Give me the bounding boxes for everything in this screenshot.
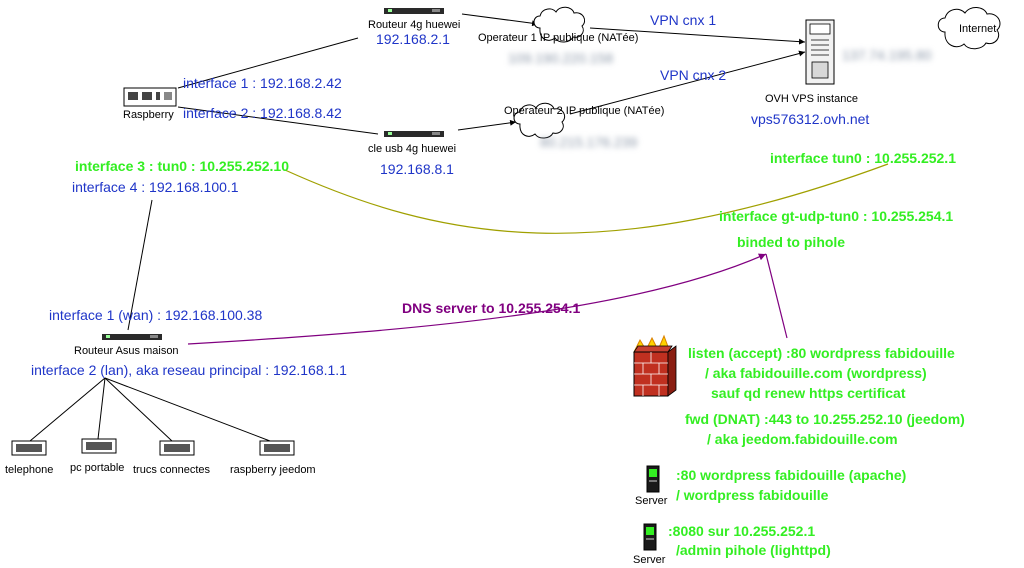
rule-listen: listen (accept) :80 wordpress fabidouill… <box>688 345 955 361</box>
firewall-icon <box>633 334 677 397</box>
server2-rule-b: /admin pihole (lighttpd) <box>676 542 831 558</box>
rule-fwd: fwd (DNAT) :443 to 10.255.252.10 (jeedom… <box>685 411 965 427</box>
telephone-label: telephone <box>5 464 54 476</box>
server1-icon <box>646 465 660 493</box>
trucs-device-icon <box>159 440 195 456</box>
vpn-link-1 <box>589 27 806 45</box>
link-asus-telephone <box>29 377 106 442</box>
jeedom-device-icon <box>259 440 295 456</box>
operator2-ip: 80.215.176.239 <box>540 134 638 150</box>
jeedom-label: raspberry jeedom <box>230 464 316 476</box>
link-asus-trucs <box>104 377 173 442</box>
pc-label: pc portable <box>70 462 125 474</box>
asus-label: Routeur Asus maison <box>74 345 179 357</box>
binded-label: binded to pihole <box>737 234 846 250</box>
operator1-label: Operateur 1 IP publique (NATée) <box>478 32 639 44</box>
server1-rule-a: :80 wordpress fabidouille (apache) <box>676 467 907 483</box>
router4g-label: Routeur 4g huewei <box>368 19 461 31</box>
link-rpi-router4g <box>177 37 359 89</box>
tunnel-tun0-curve <box>284 163 889 234</box>
server1-rule-b: / wordpress fabidouille <box>676 487 829 503</box>
asus-lan-interface: interface 2 (lan), aka reseau principal … <box>31 362 347 378</box>
vps-label: OVH VPS instance <box>765 93 858 105</box>
link-rpi-asus <box>127 199 153 331</box>
dns-label: DNS server to 10.255.254.1 <box>402 300 581 316</box>
telephone-device-icon <box>11 440 47 456</box>
server2-rule-a: :8080 sur 10.255.252.1 <box>668 523 816 539</box>
internet-label: Internet <box>959 23 997 35</box>
asus-wan-interface: interface 1 (wan) : 192.168.100.38 <box>49 307 263 323</box>
operator2-cloud-icon <box>513 102 566 139</box>
router4g-ip: 192.168.2.1 <box>376 31 450 47</box>
usb4g-device-icon <box>384 131 444 137</box>
rule-fwd-aka: / aka jeedom.fabidouille.com <box>707 431 898 447</box>
pc-device-icon <box>81 438 117 454</box>
server1-label: Server <box>635 495 668 507</box>
server2-label: Server <box>633 554 666 566</box>
operator1-cloud-icon <box>533 6 586 43</box>
router4g-device-icon <box>384 8 444 14</box>
vps-host: vps576312.ovh.net <box>751 111 870 127</box>
usb4g-ip: 192.168.8.1 <box>380 161 454 177</box>
rpi-interface-4: interface 4 : 192.168.100.1 <box>72 179 239 195</box>
raspberry-label: Raspberry <box>123 109 174 121</box>
rule-listen-sauf: sauf qd renew https certificat <box>711 385 906 401</box>
trucs-label: trucs connectes <box>133 464 211 476</box>
vpn-link-2 <box>569 50 806 115</box>
asus-router-icon <box>102 334 162 340</box>
rpi-interface-2: interface 2 : 192.168.8.42 <box>183 105 342 121</box>
rpi-interface-1: interface 1 : 192.168.2.42 <box>183 75 342 91</box>
link-router4g-operator1 <box>461 13 539 27</box>
vpn-cnx2-label: VPN cnx 2 <box>660 67 727 83</box>
vps-ip: 137.74.195.80 <box>842 47 932 63</box>
raspberry-device-icon <box>123 87 177 107</box>
dns-curve <box>187 253 767 345</box>
vps-interface-gt: interface gt-udp-tun0 : 10.255.254.1 <box>719 208 954 224</box>
operator2-label: Operateur 2 IP publique (NATée) <box>504 105 665 117</box>
server2-icon <box>643 523 657 551</box>
rule-listen-aka: / aka fabidouille.com (wordpress) <box>705 365 927 381</box>
internet-cloud-icon <box>937 7 1001 50</box>
vps-interface-tun0: interface tun0 : 10.255.252.1 <box>770 150 956 166</box>
link-rpi-usb4g <box>177 106 379 135</box>
vpn-cnx1-label: VPN cnx 1 <box>650 12 717 28</box>
usb4g-label: cle usb 4g huewei <box>368 143 457 155</box>
operator1-ip: 109.190.220.158 <box>508 50 614 66</box>
link-usb4g-operator2 <box>457 119 517 131</box>
link-asus-pc <box>97 377 106 440</box>
link-asus-jeedom <box>104 377 271 442</box>
vps-server-icon <box>805 19 835 85</box>
rpi-interface-3: interface 3 : tun0 : 10.255.252.10 <box>75 158 289 174</box>
dns-pihole-link <box>765 253 788 339</box>
